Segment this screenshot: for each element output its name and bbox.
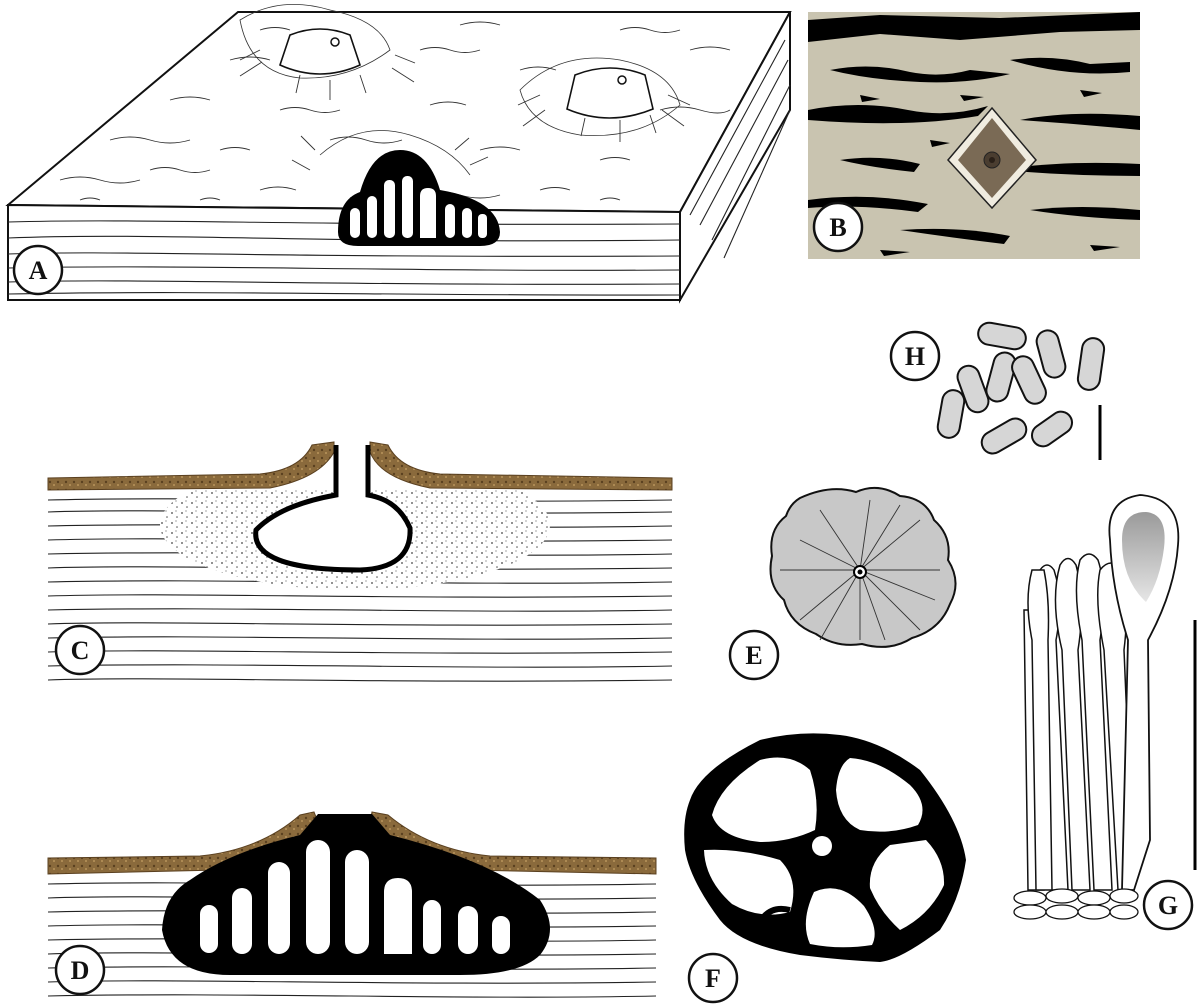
svg-text:H: H [905,342,925,371]
svg-text:G: G [1158,891,1178,920]
panel-e-stroma-top-view [771,488,956,647]
panel-d-section [48,812,656,1000]
panel-f-stroma-cross-section [684,733,966,962]
panel-h-label: H [891,332,939,380]
panel-f-label: F [689,954,737,1002]
svg-text:A: A [29,256,48,285]
svg-text:B: B [829,213,846,242]
panel-b-label: B [814,203,862,251]
svg-text:E: E [745,641,762,670]
svg-text:F: F [705,964,721,993]
panel-g-asci-paraphyses [1014,495,1195,919]
panel-c-section [48,442,672,685]
svg-text:C: C [71,636,90,665]
panel-h-ascospores [936,321,1106,460]
panel-g-label: G [1144,881,1192,929]
panel-a-label: A [14,246,62,294]
panel-c-label: C [56,626,104,674]
panel-d-label: D [56,946,104,994]
svg-text:D: D [71,956,90,985]
panel-a-wood-block [8,4,790,300]
panel-e-label: E [730,631,778,679]
